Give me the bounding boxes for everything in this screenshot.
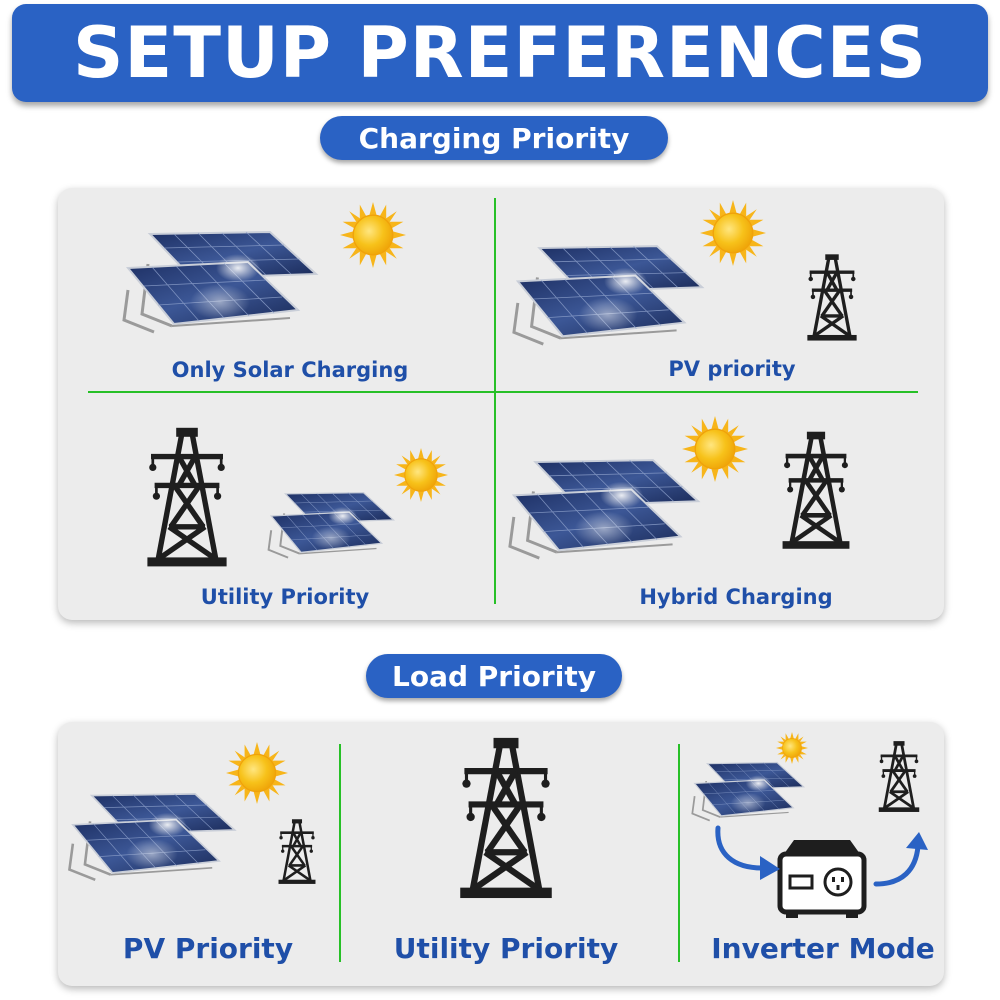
sun-icon bbox=[700, 200, 766, 266]
load-option-label: PV Priority bbox=[122, 932, 294, 965]
charging-option-utility-priority[interactable] bbox=[130, 420, 460, 570]
load-divider-right bbox=[678, 744, 680, 962]
load-option-pv-priority[interactable] bbox=[66, 738, 336, 898]
load-priority-heading: Load Priority bbox=[366, 654, 622, 698]
charging-option-label: Hybrid Charging bbox=[639, 585, 833, 609]
power-tower-icon bbox=[778, 426, 854, 556]
page-title: SETUP PREFERENCES bbox=[72, 12, 928, 94]
charging-option-label: Only Solar Charging bbox=[171, 358, 409, 382]
load-priority-title: Load Priority bbox=[392, 659, 596, 693]
solar-panel-icon bbox=[690, 760, 806, 830]
charging-option-label: PV priority bbox=[668, 357, 796, 381]
power-tower-icon bbox=[454, 732, 558, 906]
charging-divider-vertical bbox=[494, 198, 496, 604]
charging-option-only-solar[interactable] bbox=[120, 200, 420, 350]
sun-icon bbox=[340, 202, 406, 268]
load-option-inverter-mode[interactable] bbox=[690, 728, 940, 924]
sun-icon bbox=[226, 742, 288, 804]
load-divider-left bbox=[339, 744, 341, 962]
charging-divider-horizontal bbox=[88, 391, 918, 393]
header-banner: SETUP PREFERENCES bbox=[12, 4, 988, 102]
power-tower-icon bbox=[140, 426, 234, 570]
inverter-icon bbox=[777, 840, 867, 918]
charging-priority-title: Charging Priority bbox=[358, 121, 630, 155]
power-tower-icon bbox=[804, 252, 860, 344]
load-option-label: Inverter Mode bbox=[711, 932, 935, 965]
charging-option-pv-priority[interactable] bbox=[510, 200, 890, 350]
charging-option-hybrid[interactable] bbox=[506, 416, 886, 566]
arrow-icon bbox=[715, 825, 780, 880]
solar-panel-icon bbox=[510, 242, 706, 360]
sun-icon bbox=[394, 448, 448, 502]
solar-panel-icon bbox=[120, 228, 320, 348]
sun-icon bbox=[776, 732, 808, 764]
power-tower-icon bbox=[276, 818, 318, 886]
charging-option-label: Utility Priority bbox=[200, 585, 370, 609]
load-option-utility-priority[interactable] bbox=[446, 732, 566, 908]
solar-panel-icon bbox=[266, 490, 396, 568]
charging-priority-heading: Charging Priority bbox=[320, 116, 668, 160]
load-option-label: Utility Priority bbox=[393, 932, 619, 965]
arrow-icon bbox=[873, 832, 928, 887]
power-tower-icon bbox=[876, 732, 922, 822]
solar-panel-icon bbox=[506, 456, 702, 574]
solar-panel-icon bbox=[66, 790, 238, 894]
sun-icon bbox=[682, 416, 748, 482]
